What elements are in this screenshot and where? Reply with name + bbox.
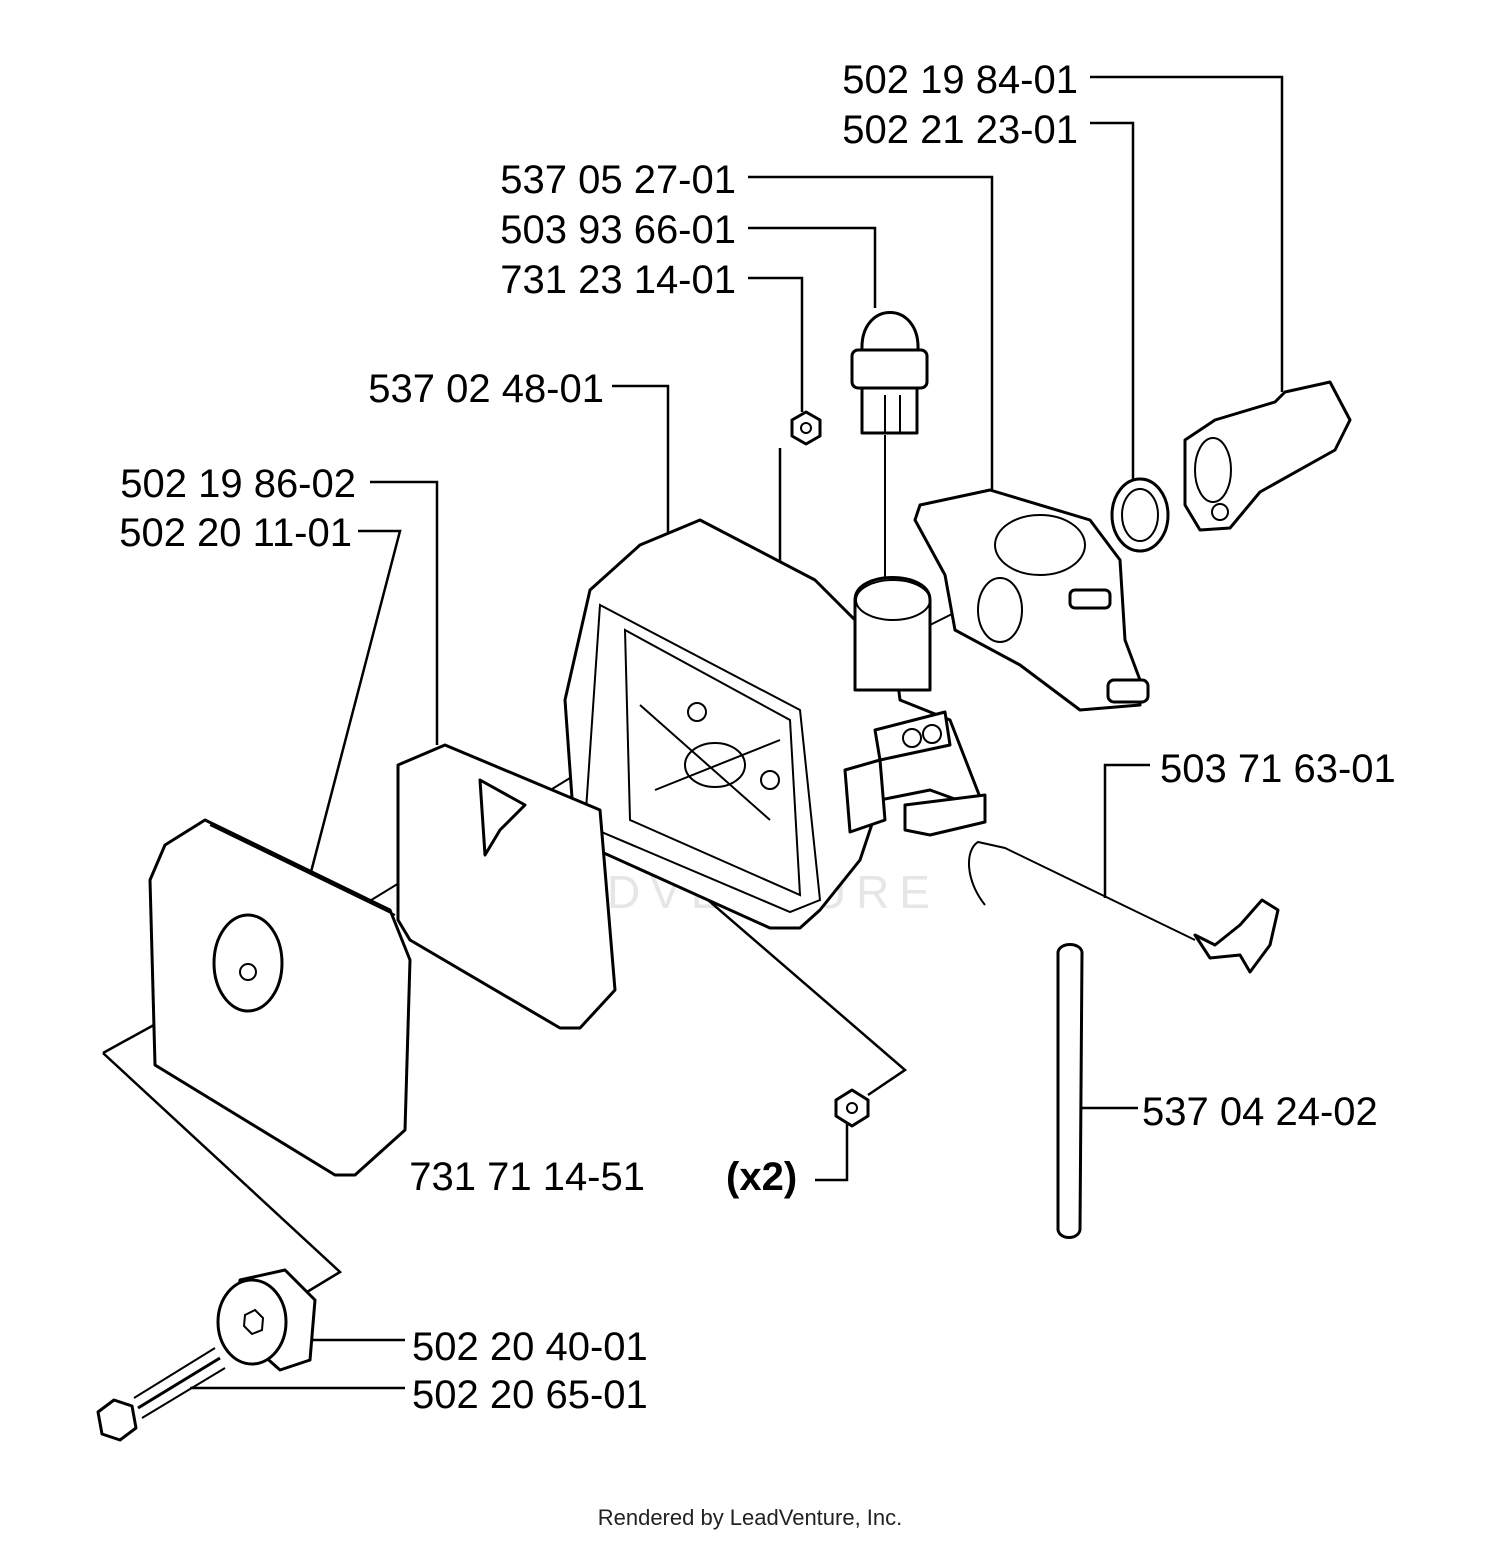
choke-rod <box>967 840 1280 974</box>
part-number-label: 537 04 24-02 <box>1142 1090 1378 1134</box>
part-quantity-label: (x2) <box>726 1155 797 1199</box>
part-labels: 502 19 84-01 502 21 23-01 537 05 27-01 5… <box>119 58 1396 1417</box>
intake-seal-ring <box>1110 477 1170 553</box>
nut-bottom <box>834 1088 870 1128</box>
leader-lines <box>102 75 1284 1390</box>
primer-bulb <box>850 311 929 435</box>
nut-top <box>790 410 822 446</box>
part-number-label: 502 21 23-01 <box>842 108 1078 152</box>
filter-cover-knob <box>216 1268 317 1372</box>
footer-credit: Rendered by LeadVenture, Inc. <box>597 1505 903 1530</box>
part-number-label: 502 20 11-01 <box>119 511 352 555</box>
air-filter-holder <box>563 518 987 930</box>
fuel-hose <box>1056 943 1084 1239</box>
part-number-label: 537 02 48-01 <box>368 367 604 411</box>
part-number-label: 502 19 86-02 <box>120 462 356 506</box>
part-number-label: 503 93 66-01 <box>500 208 736 252</box>
part-number-label: 731 23 14-01 <box>500 258 736 302</box>
part-number-label: 502 19 84-01 <box>842 58 1078 102</box>
part-number-label: 731 71 14-51 <box>409 1155 645 1199</box>
intake-adapter <box>1183 380 1352 532</box>
part-number-label: 502 20 65-01 <box>412 1373 648 1417</box>
air-filter-cover <box>148 818 412 1177</box>
filter-cover-screw <box>96 1347 226 1442</box>
air-filter <box>396 743 617 1030</box>
part-number-label: 502 20 40-01 <box>412 1325 648 1369</box>
carburetor <box>913 488 1150 712</box>
part-number-label: 537 05 27-01 <box>500 158 736 202</box>
part-number-label: 503 71 63-01 <box>1160 747 1396 791</box>
